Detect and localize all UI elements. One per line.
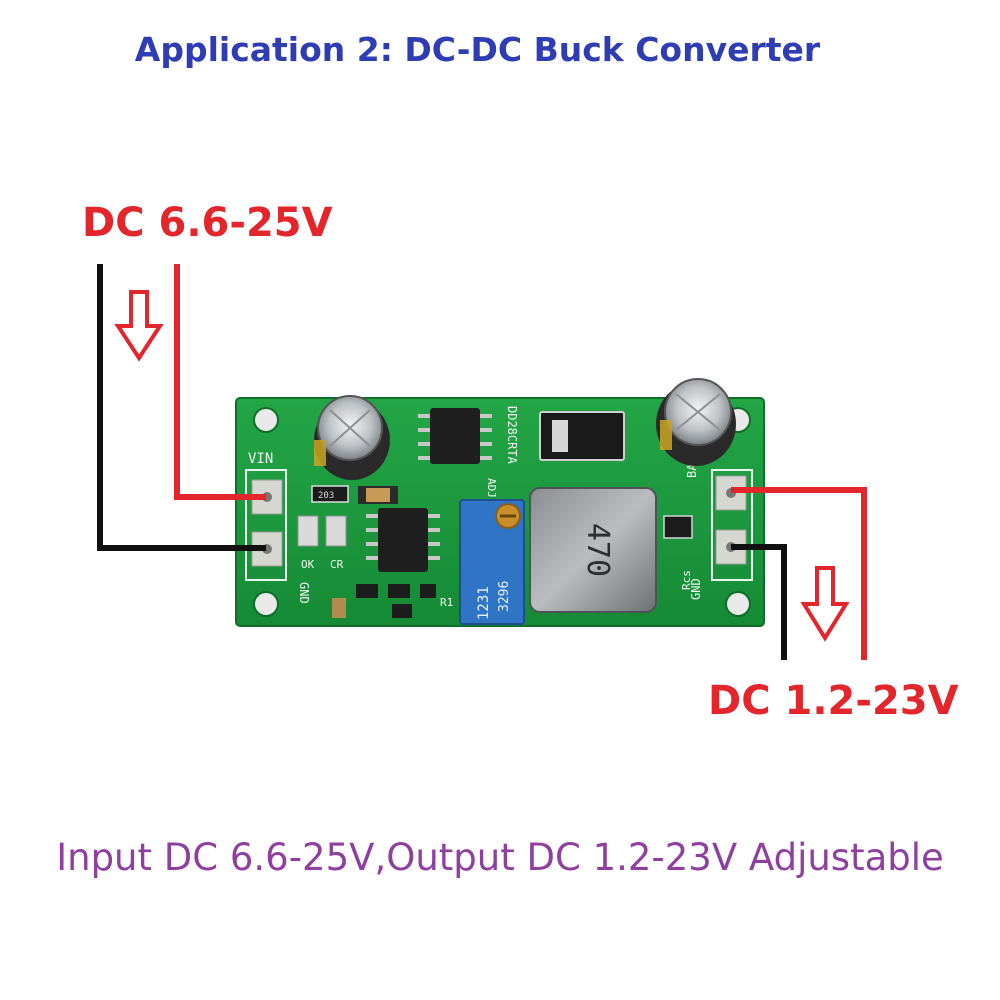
output-voltage-label: DC 1.2-23V: [708, 678, 959, 724]
resistor-code-text: 203: [318, 491, 334, 501]
adj-silkscreen: ADJ: [485, 478, 498, 498]
smd-components: 203: [297, 485, 693, 618]
model-silkscreen: DD28CRTA: [505, 406, 519, 465]
inductor-value-text: 470: [580, 523, 615, 577]
trimmer-code-text: 1231: [476, 586, 492, 620]
output-capacitor-icon: [656, 378, 736, 466]
gnd-left-silkscreen: GND: [297, 582, 311, 604]
page-title: Application 2: DC-DC Buck Converter: [134, 30, 821, 69]
vin-silkscreen: VIN: [248, 451, 273, 467]
inductor-icon: 470: [529, 487, 657, 613]
gnd-right-silkscreen: GND: [689, 578, 703, 600]
input-voltage-label: DC 6.6-25V: [82, 200, 333, 246]
trimmer-model-text: 3296: [497, 581, 512, 612]
output-down-arrow-icon: [800, 566, 850, 642]
input-wires: [97, 264, 266, 551]
ok-silkscreen: OK: [301, 558, 315, 571]
charger-ic-icon: [366, 508, 440, 572]
diode-icon: [539, 411, 625, 461]
output-wires: [731, 487, 867, 660]
r1-silkscreen: R1: [440, 596, 453, 609]
spec-caption: Input DC 6.6-25V,Output DC 1.2-23V Adjus…: [56, 836, 944, 879]
input-down-arrow-icon: [114, 290, 164, 362]
controller-ic-icon: [418, 408, 492, 464]
trimmer-potentiometer-icon[interactable]: 1231 3296: [459, 499, 525, 625]
rcs-silkscreen: Rcs: [680, 570, 693, 590]
input-capacitor-icon: [314, 395, 390, 480]
cr-silkscreen: CR: [330, 558, 344, 571]
